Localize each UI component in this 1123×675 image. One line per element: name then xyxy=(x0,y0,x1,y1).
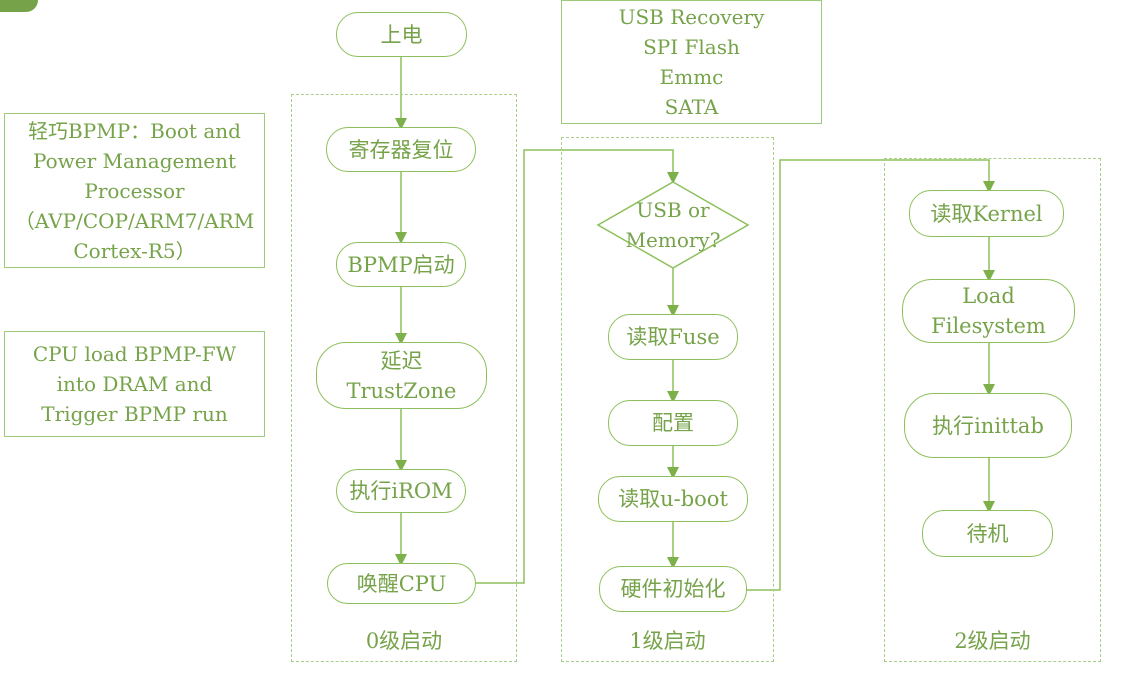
node-standby-label: 待机 xyxy=(966,521,1009,546)
cpu-load-note-line: CPU load BPMP-FW xyxy=(32,342,237,366)
stage0-container xyxy=(291,94,517,662)
node-bpmp-start: BPMP启动 xyxy=(336,242,466,287)
node-standby: 待机 xyxy=(922,510,1053,557)
node-hw-init: 硬件初始化 xyxy=(599,566,747,612)
stage1-container xyxy=(561,137,774,662)
node-wake-cpu: 唤醒CPU xyxy=(327,563,476,604)
node-read-kernel: 读取Kernel xyxy=(909,190,1064,237)
decision-line: USB or xyxy=(636,198,710,222)
node-exec-irom-label: 执行iROM xyxy=(349,479,453,503)
decision-diamond xyxy=(596,181,750,269)
boot-media-line: SATA xyxy=(664,95,719,119)
stage2-label: 2级启动 xyxy=(954,629,1031,653)
arrow-hwinit-to-kernel xyxy=(746,159,995,591)
bpmp-note-line: Power Management xyxy=(32,148,237,173)
node-load-filesystem: Load Filesystem xyxy=(902,279,1075,343)
node-read-kernel-label: 读取Kernel xyxy=(930,201,1043,226)
node-power-on: 上电 xyxy=(336,12,467,57)
node-bpmp-start-label: BPMP启动 xyxy=(347,252,455,277)
node-read-uboot-label: 读取u-boot xyxy=(618,487,728,511)
bpmp-note-line: （AVP/COP/ARM7/ARM xyxy=(14,208,255,233)
node-exec-irom: 执行iROM xyxy=(336,469,466,513)
node-exec-inittab-label: 执行inittab xyxy=(932,413,1044,438)
node-read-uboot: 读取u-boot xyxy=(598,476,748,522)
node-hw-init-label: 硬件初始化 xyxy=(620,577,726,601)
node-register-reset: 寄存器复位 xyxy=(326,127,476,172)
stage0-label: 0级启动 xyxy=(365,629,443,653)
decision-line: Memory? xyxy=(625,228,721,252)
node-register-reset-label: 寄存器复位 xyxy=(348,137,454,162)
bpmp-note-line: Cortex-R5） xyxy=(73,238,196,263)
bpmp-note-line: Processor xyxy=(84,178,185,203)
node-delay-label: 延迟 xyxy=(380,348,423,373)
stage1-label: 1级启动 xyxy=(629,629,706,653)
node-delay-trustzone: 延迟 TrustZone xyxy=(316,342,487,409)
node-config: 配置 xyxy=(608,400,738,446)
boot-media-line: USB Recovery xyxy=(618,5,765,29)
node-wake-cpu-label: 唤醒CPU xyxy=(356,571,447,596)
node-exec-inittab: 执行inittab xyxy=(904,393,1072,458)
node-power-on-label: 上电 xyxy=(380,22,423,47)
stage2-container xyxy=(884,158,1101,662)
boot-media-note: USB Recovery SPI Flash Emmc SATA xyxy=(561,0,822,124)
boot-media-line: Emmc xyxy=(659,65,724,89)
node-read-fuse: 读取Fuse xyxy=(608,314,738,360)
arrow-wake-to-decision xyxy=(475,149,679,584)
node-read-fuse-label: 读取Fuse xyxy=(626,325,720,349)
bpmp-note: 轻巧BPMP：Boot and Power Management Process… xyxy=(4,113,265,268)
node-trustzone-label: TrustZone xyxy=(346,378,457,403)
bpmp-note-line: 轻巧BPMP：Boot and xyxy=(28,118,241,143)
node-load-label: Load xyxy=(962,284,1015,308)
node-config-label: 配置 xyxy=(652,411,694,435)
cpu-load-note-line: Trigger BPMP run xyxy=(41,402,228,426)
node-filesystem-label: Filesystem xyxy=(931,314,1046,338)
cpu-load-note: CPU load BPMP-FW into DRAM and Trigger B… xyxy=(4,331,265,437)
cpu-load-note-line: into DRAM and xyxy=(56,372,213,396)
corner-decoration xyxy=(0,0,38,12)
boot-media-line: SPI Flash xyxy=(643,35,740,59)
decision-text: USB or Memory? xyxy=(598,195,748,255)
